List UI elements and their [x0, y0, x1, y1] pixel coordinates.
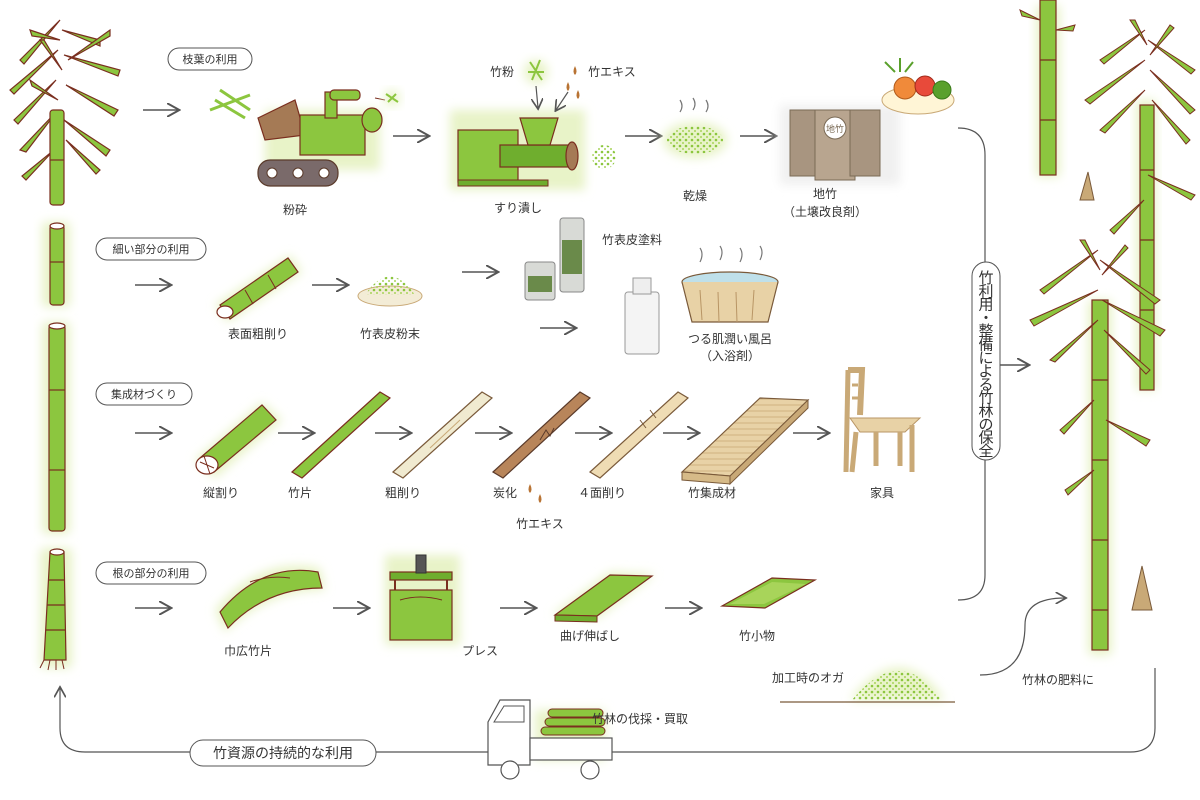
laminated-board-icon — [680, 397, 810, 486]
label-bath-name: つる肌潤い風呂 — [688, 332, 772, 346]
bath-tub-icon — [681, 245, 779, 323]
label-grind: 粉砕 — [283, 202, 307, 217]
split-bamboo-icon — [195, 402, 282, 478]
truck-icon — [487, 699, 613, 780]
label-laminated-wood: 竹集成材 — [688, 485, 736, 500]
svg-text:細い部分の利用: 細い部分の利用 — [113, 242, 190, 256]
rough-cut-strip-icon — [391, 391, 494, 479]
label-furniture: 家具 — [870, 485, 894, 500]
section-pill-root: 根の部分の利用 — [95, 561, 207, 585]
section-pill-thin: 細い部分の利用 — [95, 237, 207, 261]
label-extract-2: 竹エキス — [516, 517, 564, 531]
sustainable-use-pill: 竹資源の持続的な利用 — [189, 739, 377, 767]
label-fertilizer: 竹林の肥料に — [1022, 673, 1094, 687]
label-powder: 竹粉 — [490, 65, 514, 79]
label-product-name: 地竹 — [813, 187, 837, 201]
label-wide-strip: 巾広竹片 — [224, 644, 272, 658]
label-harvest: 竹林の伐採・買取 — [592, 712, 688, 726]
section-pill-leaves: 枝葉の利用 — [167, 47, 253, 71]
label-flatten: 曲げ伸ばし — [560, 629, 620, 643]
bag-mark: 地竹 — [826, 123, 844, 135]
label-bath-note: （入浴剤） — [700, 348, 760, 363]
label-extract-1: 竹エキス — [588, 65, 636, 79]
svg-text:枝葉の利用: 枝葉の利用 — [183, 52, 238, 66]
vegetables-icon — [881, 58, 955, 115]
arrow-icon — [556, 91, 569, 110]
label-coating: 竹表皮塗料 — [602, 232, 662, 247]
drying-powder-icon — [663, 97, 727, 158]
label-skin-powder: 竹表皮粉末 — [360, 327, 420, 341]
extract-drops-icon — [566, 66, 580, 99]
skin-powder-icon — [357, 276, 423, 307]
right-bamboo-forest-icon — [1019, 0, 1196, 655]
coating-cans-icon — [524, 217, 585, 301]
svg-text:根の部分の利用: 根の部分の利用 — [113, 566, 190, 580]
grinder-machine-icon — [209, 88, 400, 187]
bamboo-segment-mid-icon — [42, 322, 70, 534]
left-bamboo-plant-icon — [9, 19, 121, 206]
label-strip: 竹片 — [288, 486, 312, 500]
bamboo-powder-icon — [524, 59, 548, 84]
bath-bottle-icon — [624, 277, 660, 355]
label-product-note: （土壌改良剤） — [783, 204, 867, 219]
label-dry: 乾燥 — [683, 189, 707, 203]
arrow-icon — [979, 598, 1065, 676]
flattened-board-icon — [552, 572, 655, 623]
label-sawdust: 加工時のオガ — [772, 671, 844, 685]
four-side-planed-strip-icon — [588, 391, 690, 479]
small-goods-tray-icon — [719, 577, 818, 609]
label-four-side: ４面削り — [578, 486, 626, 500]
bamboo-segment-top-icon — [42, 222, 70, 307]
vertical-conservation-label: 竹利用・整備による竹林の保全 — [971, 261, 1001, 461]
press-machine-icon — [385, 554, 460, 645]
crusher-machine-icon — [450, 110, 616, 190]
sawdust-pile-icon — [780, 667, 955, 703]
wide-strip-icon — [215, 565, 325, 632]
label-rough-cut: 粗削り — [385, 486, 421, 500]
svg-text:竹利用・整備による竹林の保全: 竹利用・整備による竹林の保全 — [978, 269, 993, 460]
section-pill-laminated: 集成材づくり — [95, 382, 193, 406]
label-small-goods: 竹小物 — [739, 629, 775, 643]
label-split: 縦割り — [203, 485, 239, 500]
label-crush: すり潰し — [494, 201, 542, 215]
arrow-icon — [536, 85, 538, 108]
soil-improver-bags-icon: 地竹 — [780, 105, 900, 185]
rough-peeled-bamboo-icon — [215, 255, 302, 322]
bamboo-root-segment-icon — [39, 548, 72, 671]
label-rough-peel: 表面粗削り — [228, 327, 288, 341]
carbonized-strip-icon — [492, 391, 591, 503]
label-press: プレス — [462, 644, 498, 658]
bamboo-strip-icon — [290, 391, 392, 479]
svg-text:集成材づくり: 集成材づくり — [111, 387, 177, 401]
label-carbonize: 炭化 — [493, 486, 517, 500]
svg-text:竹資源の持続的な利用: 竹資源の持続的な利用 — [213, 745, 353, 762]
chair-icon — [843, 367, 922, 473]
